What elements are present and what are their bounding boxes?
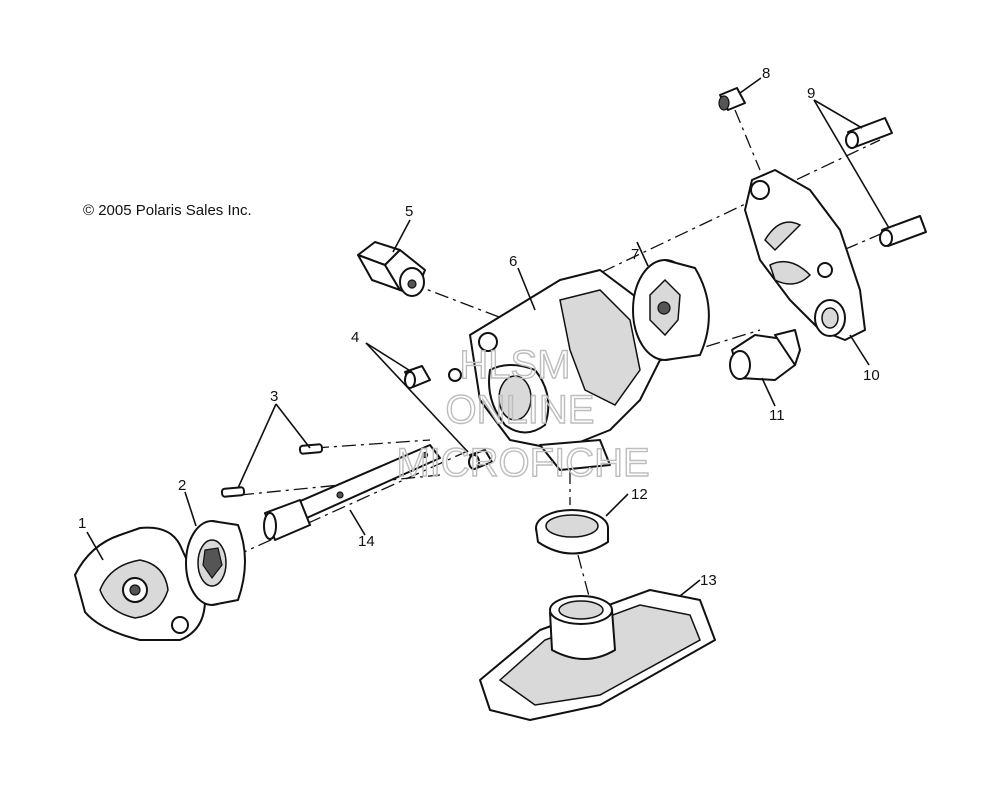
callout-13: 13 (700, 572, 717, 589)
callout-8: 8 (762, 65, 770, 82)
callouts: 1 2 3 4 5 6 7 8 9 10 11 12 13 14 (78, 65, 880, 589)
part-7-inner-rotor (632, 259, 710, 361)
part-3-pins (220, 443, 324, 498)
part-12-ring (535, 509, 609, 555)
callout-1: 1 (78, 515, 86, 532)
part-8-plug (718, 87, 746, 111)
watermark-line-1: HLSM (459, 343, 570, 387)
part-10-end-plate (744, 169, 866, 341)
part-11-check-valve (729, 329, 801, 381)
callout-10: 10 (863, 367, 880, 384)
copyright-text: © 2005 Polaris Sales Inc. (83, 202, 252, 219)
watermark-line-3: MICROFICHE (396, 441, 649, 485)
watermark: HLSM ONLINE MICROFICHE (396, 342, 651, 485)
watermark-line-2: ONLINE (446, 388, 595, 432)
part-9-dowel-pins (845, 117, 927, 247)
part-5-fitting (357, 241, 426, 297)
callout-12: 12 (631, 486, 648, 503)
callout-3: 3 (270, 388, 278, 405)
callout-4: 4 (351, 329, 359, 346)
callout-7: 7 (631, 246, 639, 263)
part-2-rotor (185, 520, 246, 606)
callout-6: 6 (509, 253, 517, 270)
part-6-pump-body (448, 269, 661, 471)
part-13-screen (479, 589, 716, 721)
part-14-shaft (263, 444, 441, 541)
callout-2: 2 (178, 477, 186, 494)
callout-11: 11 (769, 407, 785, 424)
callout-9: 9 (807, 85, 815, 102)
callout-14: 14 (358, 533, 375, 550)
callout-5: 5 (405, 203, 413, 220)
leader-lines (86, 77, 890, 597)
